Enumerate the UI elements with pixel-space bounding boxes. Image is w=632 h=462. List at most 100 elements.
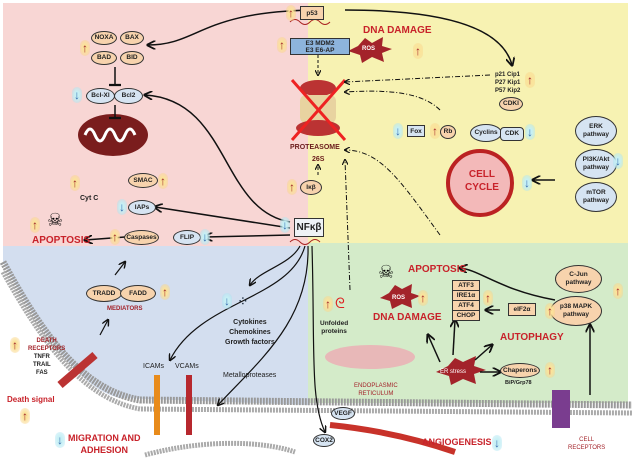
cell-cycle-circle (446, 149, 514, 217)
down-arrow-icon: ↓ (200, 229, 210, 245)
bcl-xl: Bcl-Xl (86, 88, 115, 104)
apoptosis-label: APOPTOSIS (32, 235, 91, 246)
rb: Rb (440, 125, 456, 139)
ros-star (348, 37, 392, 63)
iaps: IAPs (128, 200, 156, 215)
down-arrow-icon: ↓ (222, 293, 232, 309)
caspases: Caspases (124, 230, 159, 245)
death-signal-label: Death signal (7, 395, 55, 404)
cell-membrane (0, 260, 632, 409)
p57: P57 Kip2 (495, 88, 521, 94)
down-arrow-icon: ↓ (393, 123, 403, 139)
up-arrow-icon: ↑ (418, 290, 428, 306)
ikb: Iκβ (300, 180, 322, 195)
up-arrow-icon: ↑ (10, 337, 20, 353)
angiogenesis-label: ANGIOGENESIS (422, 437, 492, 447)
up-arrow-icon: ↑ (80, 40, 90, 56)
skull-icon: ☠ (47, 210, 64, 230)
down-arrow-icon: ↓ (72, 87, 82, 103)
p21: p21 Cip1 (495, 72, 521, 78)
p27: P27 Kip1 (495, 80, 521, 86)
up-arrow-icon: ↑ (20, 408, 30, 424)
up-arrow-icon: ↑ (160, 284, 170, 300)
down-arrow-icon: ↓ (525, 124, 535, 140)
proteasome-26s: 26S (312, 156, 325, 163)
blood-vessel (329, 422, 456, 455)
cyclins: Cyclins (470, 124, 502, 142)
up-arrow-icon: ↑ (545, 362, 555, 378)
up-arrow-icon: ↑ (277, 37, 287, 53)
flip: FLIP (173, 230, 201, 245)
vegf: VEGF (331, 407, 355, 420)
bid: BID (120, 51, 144, 65)
unfolded-protein-icon: ᘓ (335, 295, 345, 311)
metalloproteases-label: Metalloproteases (223, 372, 277, 379)
up-arrow-icon: ↑ (70, 175, 80, 191)
down-arrow-icon: ↓ (613, 153, 623, 169)
cyt-c: Cyt C (80, 195, 99, 202)
er-dna-damage-label: DNA DAMAGE (373, 312, 442, 323)
down-arrow-icon: ↓ (522, 175, 532, 191)
up-arrow-icon: ↑ (30, 217, 40, 233)
down-arrow-icon: ↓ (280, 217, 290, 233)
up-arrow-icon: ↑ (286, 5, 296, 21)
smac: SMAC (128, 173, 158, 188)
proteasome-icon (290, 79, 347, 141)
vcams-label: VCAMs (175, 363, 199, 370)
up-arrow-icon: ↑ (287, 179, 297, 195)
vcam (186, 375, 192, 435)
mediators-label: MEDIATORS (107, 306, 143, 312)
dna-p53 (289, 19, 331, 25)
er-apoptosis-label: APOPTOSIS (408, 264, 467, 275)
down-arrow-icon: ↓ (55, 432, 65, 448)
up-arrow-icon: ↑ (110, 229, 120, 245)
dna-damage-label: DNA DAMAGE (363, 25, 432, 36)
chop: CHOP (452, 310, 480, 321)
bcl2: Bcl2 (114, 88, 143, 104)
cdk: CDK (500, 127, 524, 141)
fadd: FADD (120, 285, 156, 302)
up-arrow-icon: ↑ (483, 290, 493, 306)
autophagy-label: AUTOPHAGY (500, 332, 564, 343)
er-stress-label: ER stress (440, 369, 467, 375)
up-arrow-icon: ↑ (158, 173, 168, 189)
fox: Fox (407, 125, 425, 137)
tradd: TRADD (86, 285, 122, 302)
up-arrow-icon: ↑ (545, 303, 555, 319)
cox2: COX2 (313, 434, 335, 447)
endoplasmic-reticulum (325, 345, 415, 369)
er-ros-label: ROS (392, 295, 406, 301)
eif2a: eIF2α (508, 303, 536, 316)
proteasome-label: PROTEASOME (290, 144, 340, 151)
bad: BAD (91, 51, 117, 65)
up-arrow-icon: ↑ (413, 43, 423, 59)
up-arrow-icon: ↑ (430, 123, 440, 139)
dna-nfkb (289, 239, 321, 245)
up-arrow-icon: ↑ (323, 296, 333, 312)
down-arrow-icon: ↓ (117, 199, 127, 215)
e3-e6ap: E3 E6-AP (305, 46, 335, 54)
icams-label: ICAMs (143, 363, 164, 370)
noxa: NOXA (91, 31, 117, 45)
ros-label: ROS (362, 46, 376, 52)
mitochondria (78, 114, 148, 156)
up-arrow-icon: ↑ (613, 283, 623, 299)
chaperons: Chaperons (500, 363, 540, 378)
death-receptor (57, 351, 98, 389)
ros-star-er (380, 284, 420, 309)
skull-icon-er: ☠ (378, 262, 395, 282)
nfkb-box: NFκβ (294, 218, 324, 237)
